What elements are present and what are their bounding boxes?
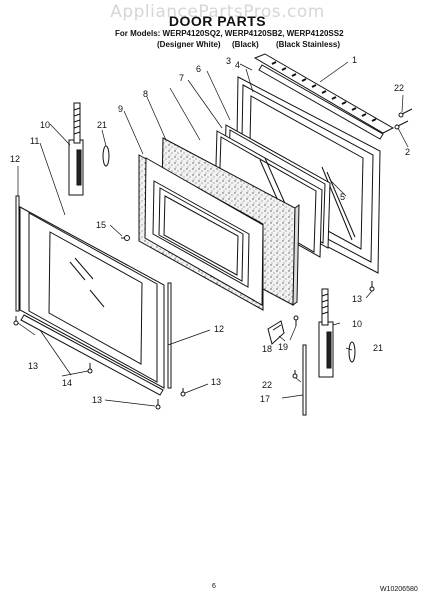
top-vent-trim xyxy=(253,53,395,140)
callout-2: 2 xyxy=(405,147,410,157)
right-side-trim-12 xyxy=(167,282,172,389)
bottom-trim xyxy=(20,314,164,396)
leader-lines xyxy=(17,61,409,407)
callout-9: 9 xyxy=(118,104,123,114)
page-number: 6 xyxy=(212,583,216,590)
door-frame xyxy=(138,154,264,311)
callout-13-c: 13 xyxy=(211,377,221,387)
callout-labels: 1 2 3 4 5 6 7 8 9 10 10 11 12 12 13 13 1… xyxy=(10,55,410,405)
callout-13-a: 13 xyxy=(28,361,38,371)
callout-21-right: 21 xyxy=(373,343,383,353)
callout-21-left: 21 xyxy=(97,120,107,130)
variant-black: (Black) xyxy=(232,40,259,49)
watermark: AppliancePartsPros.com xyxy=(110,2,325,22)
callout-8: 8 xyxy=(143,89,148,99)
hinge-bracket xyxy=(267,320,285,345)
left-hinge-cover xyxy=(102,145,110,167)
callout-10-left: 10 xyxy=(40,120,50,130)
callout-15: 15 xyxy=(96,220,106,230)
callout-5: 5 xyxy=(340,192,345,202)
callout-12-left: 12 xyxy=(10,154,20,164)
callout-19: 19 xyxy=(278,342,288,352)
screw-22-bottom xyxy=(292,370,298,379)
callout-1: 1 xyxy=(352,55,357,65)
callout-4: 4 xyxy=(235,60,240,70)
right-side-trim-17 xyxy=(302,344,307,416)
left-side-trim xyxy=(15,195,20,312)
callout-13-b: 13 xyxy=(92,395,102,405)
diagram-title: DOOR PARTS xyxy=(168,13,267,29)
document-code: W10206580 xyxy=(380,586,418,593)
variant-black-stainless: (Black Stainless) xyxy=(276,40,341,49)
callout-6: 6 xyxy=(196,64,201,74)
right-hinge-cover xyxy=(348,341,356,363)
callout-11: 11 xyxy=(30,136,39,146)
screw-15 xyxy=(121,235,130,241)
callout-13-d: 13 xyxy=(352,294,362,304)
screw-19 xyxy=(293,315,299,326)
callout-3: 3 xyxy=(226,56,231,66)
callout-7: 7 xyxy=(179,73,184,83)
callout-14: 14 xyxy=(62,378,72,388)
callout-10-right: 10 xyxy=(352,319,362,329)
callout-22-top: 22 xyxy=(394,83,404,93)
callout-22-bottom: 22 xyxy=(262,380,272,390)
left-hinge xyxy=(68,102,84,196)
variant-designer-white: (Designer White) xyxy=(157,40,221,49)
trim-screws xyxy=(394,108,413,130)
callout-17: 17 xyxy=(260,394,270,404)
right-hinge xyxy=(318,288,334,378)
callout-12-right: 12 xyxy=(214,324,224,334)
screws-13 xyxy=(13,281,375,410)
model-numbers: For Models: WERP4120SQ2, WERP4120SB2, WE… xyxy=(115,29,344,38)
outer-door-glass xyxy=(19,206,165,389)
callout-18: 18 xyxy=(262,344,272,354)
